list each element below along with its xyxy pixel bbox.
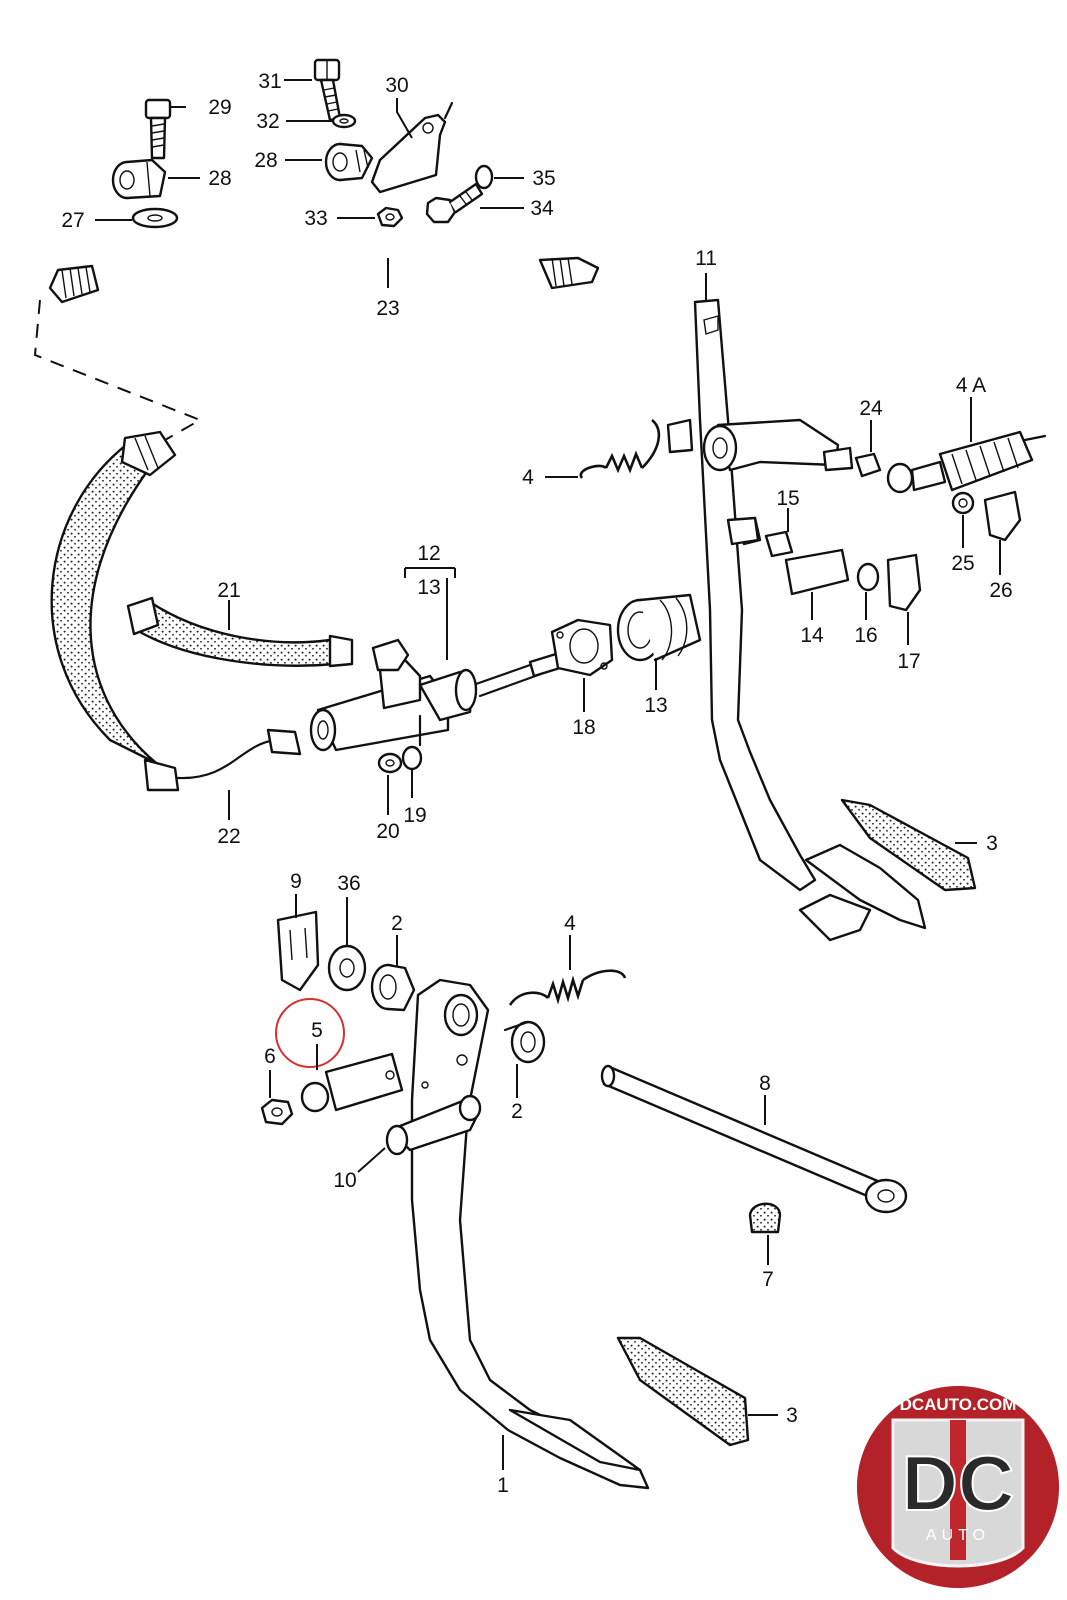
washer-16 — [856, 562, 880, 592]
washer-32 — [331, 113, 357, 129]
clamp-28-right — [324, 142, 374, 182]
callout-20: 20 — [376, 820, 399, 843]
callout-31: 31 — [258, 70, 281, 93]
logo-sub-text: AUTO — [926, 1527, 990, 1544]
callout-4-upper: 4 — [522, 466, 534, 489]
connection-dashed-line — [33, 299, 203, 441]
clevis-14 — [784, 548, 850, 596]
callout-25: 25 — [951, 552, 974, 575]
callout-21: 21 — [217, 579, 240, 602]
clevis-5 — [300, 1052, 404, 1113]
callout-23: 23 — [376, 297, 399, 320]
callout-11: 11 — [695, 247, 717, 270]
clamp-28-left — [111, 158, 167, 200]
callout-24: 24 — [859, 397, 883, 420]
clip-24 — [854, 452, 882, 478]
boot-13 — [616, 593, 702, 662]
callout-5: 5 — [311, 1019, 323, 1042]
callout-8: 8 — [759, 1072, 771, 1095]
callout-28-left: 28 — [208, 167, 231, 190]
callout-13-bottom: 13 — [644, 694, 667, 717]
bracket-group — [111, 58, 494, 229]
gasket-18 — [550, 618, 614, 677]
callout-33: 33 — [304, 207, 327, 230]
bushing-2-lower — [503, 1020, 546, 1064]
callout-36: 36 — [337, 872, 360, 895]
bolt-31 — [313, 58, 342, 122]
nut-20 — [377, 752, 403, 774]
logo-monogram: DC — [902, 1439, 1015, 1527]
callout-16: 16 — [854, 624, 877, 647]
washer-35 — [474, 164, 494, 190]
callout-12: 12 — [417, 542, 440, 565]
nut-33 — [376, 206, 404, 228]
callout-32: 32 — [256, 110, 279, 133]
callout-10: 10 — [333, 1169, 356, 1192]
clip-17 — [886, 553, 922, 612]
callout-labels: 31 30 29 32 28 28 35 34 33 27 23 11 4 A … — [61, 70, 1012, 1497]
highlight-circle — [275, 998, 345, 1068]
bracket-30 — [370, 113, 447, 194]
dcauto-logo: DCAUTO.COM DC AUTO — [857, 1386, 1059, 1588]
clip-9 — [276, 910, 320, 992]
callout-4-lower: 4 — [564, 912, 576, 935]
callout-26: 26 — [989, 579, 1012, 602]
logo-top-text: DCAUTO.COM — [900, 1395, 1017, 1414]
callout-1: 1 — [497, 1474, 509, 1497]
pedal-pad-3-upper — [840, 798, 977, 892]
pin-15 — [726, 516, 760, 546]
callout-28-right: 28 — [254, 149, 277, 172]
brake-pipe-23 — [48, 234, 600, 304]
callout-15: 15 — [776, 487, 799, 510]
plug-7 — [748, 1202, 782, 1234]
bracket-10 — [385, 1094, 482, 1156]
leader-lines — [95, 79, 1001, 1470]
washer-25 — [951, 491, 975, 515]
callout-19: 19 — [403, 804, 426, 827]
spring-4-lower — [508, 969, 627, 1006]
clutch-pedal-1 — [410, 978, 650, 1490]
spring-4-upper — [579, 419, 661, 479]
nut-6 — [260, 1098, 294, 1126]
reservoir-hose-21 — [126, 596, 354, 668]
pin-24a — [822, 446, 854, 472]
callout-14: 14 — [800, 624, 824, 647]
helper-spring-4A — [886, 430, 1047, 494]
callout-13-top: 13 — [417, 576, 440, 599]
callout-35: 35 — [532, 167, 555, 190]
callout-9: 9 — [290, 870, 302, 893]
clip-26 — [983, 490, 1022, 542]
callout-22: 22 — [217, 825, 240, 848]
callout-17: 17 — [897, 650, 920, 673]
washer-36 — [327, 944, 367, 992]
bolt-34 — [425, 182, 484, 224]
callout-34: 34 — [530, 197, 554, 220]
washer-27 — [131, 207, 179, 229]
callout-27: 27 — [61, 209, 84, 232]
bushing-15 — [764, 530, 794, 558]
flex-hose-22 — [50, 430, 302, 792]
callout-18: 18 — [572, 716, 595, 739]
callout-3-lower: 3 — [786, 1404, 798, 1427]
callout-30: 30 — [385, 74, 408, 97]
washer-19 — [401, 745, 423, 771]
bushing-2-upper — [370, 963, 416, 1012]
callout-29: 29 — [208, 96, 231, 119]
callout-6: 6 — [264, 1045, 276, 1068]
pivot-shaft-8 — [600, 1064, 908, 1214]
callout-3-upper: 3 — [986, 832, 998, 855]
callout-2-upper: 2 — [391, 912, 403, 935]
callout-4A: 4 A — [956, 374, 986, 397]
pedal-pad-3-lower — [616, 1336, 750, 1447]
callout-2-lower: 2 — [511, 1100, 523, 1123]
clutch-pedal-11 — [666, 298, 927, 942]
bolt-29 — [144, 98, 172, 160]
callout-7: 7 — [762, 1268, 774, 1291]
